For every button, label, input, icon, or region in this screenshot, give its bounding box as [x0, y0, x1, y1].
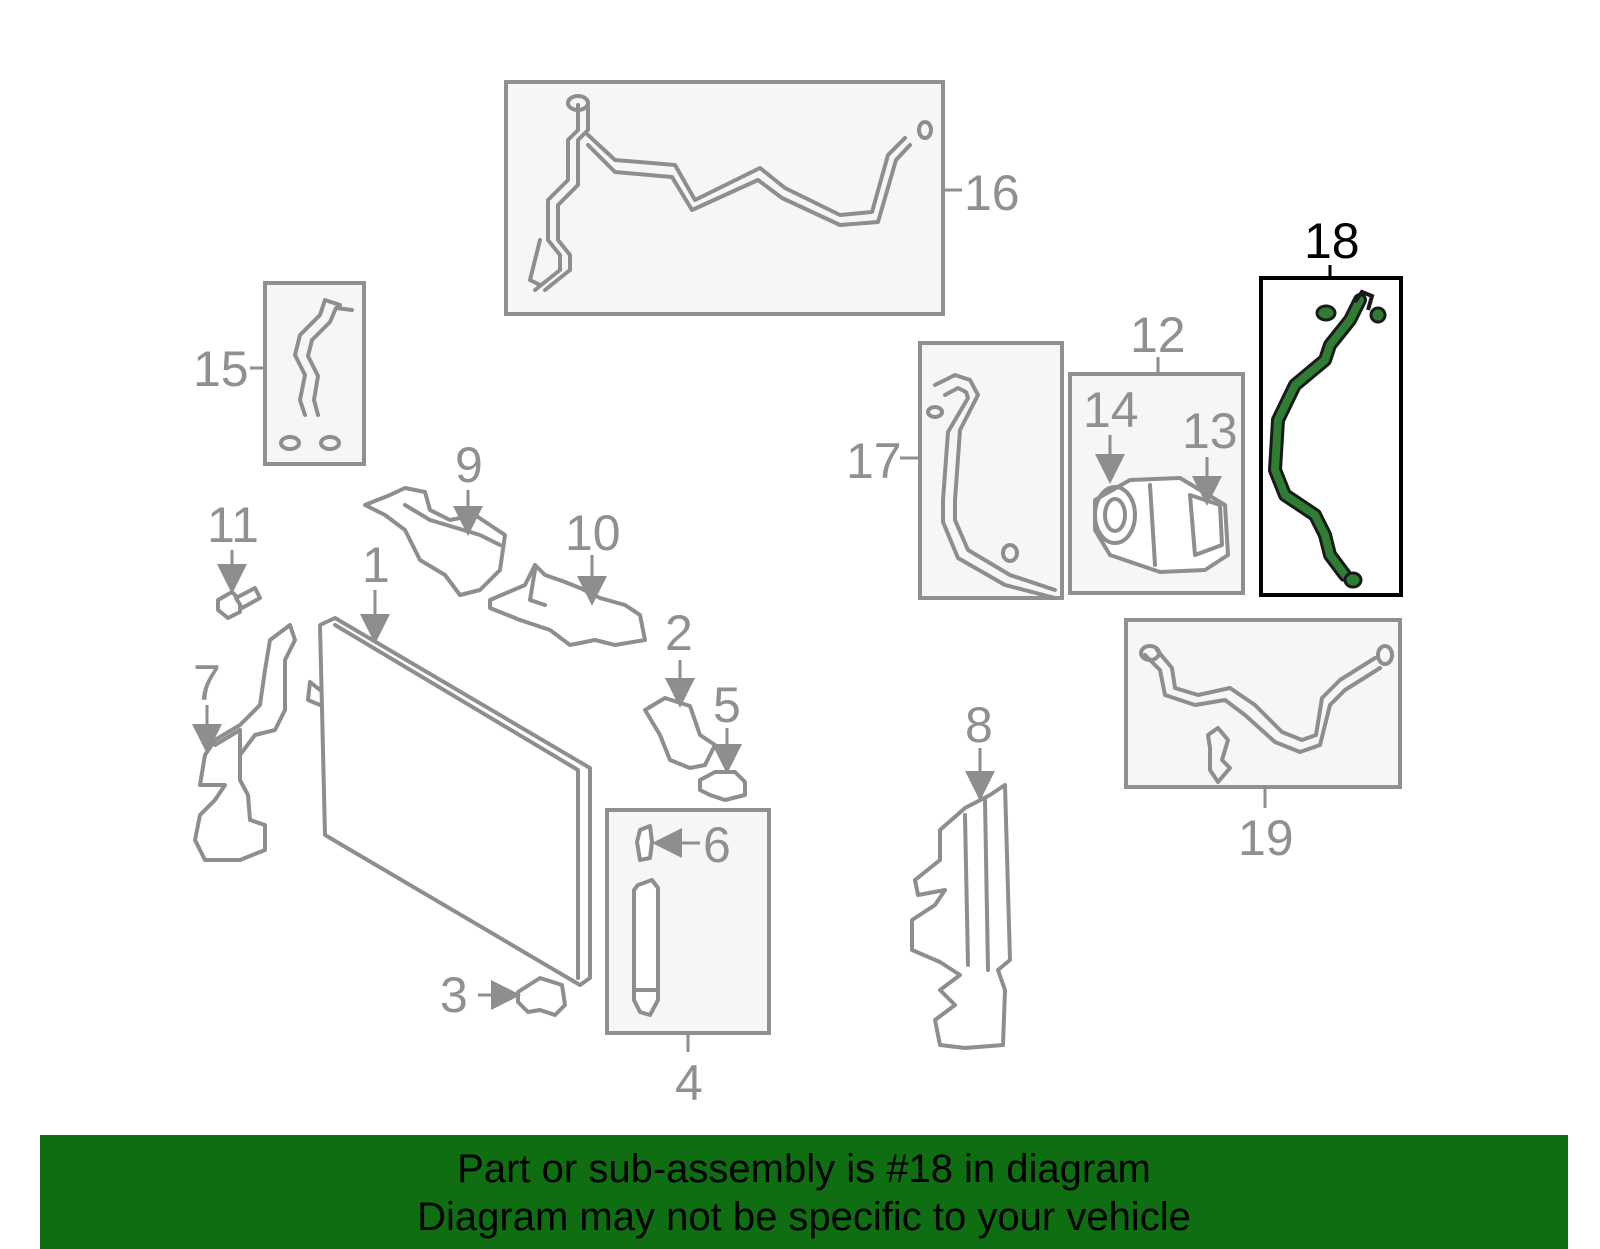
part-1-group[interactable]: 1 — [306, 537, 592, 987]
banner-line-1: Part or sub-assembly is #18 in diagram — [457, 1147, 1151, 1191]
callout-1: 1 — [362, 537, 390, 593]
callout-17: 17 — [846, 433, 902, 489]
callout-10: 10 — [565, 505, 621, 561]
info-banner: Part or sub-assembly is #18 in diagram D… — [40, 1135, 1568, 1249]
part-10-group[interactable]: 10 — [488, 505, 647, 647]
banner-line-2: Diagram may not be specific to your vehi… — [417, 1195, 1191, 1239]
part-11-group[interactable]: 11 — [207, 497, 262, 620]
part-15-group[interactable]: 15 — [193, 281, 366, 466]
part-8-group[interactable]: 8 — [910, 697, 1012, 1050]
callout-18: 18 — [1304, 213, 1360, 269]
callout-13: 13 — [1182, 403, 1238, 459]
callout-2: 2 — [665, 605, 693, 661]
part-18-group[interactable]: 18 — [1259, 213, 1403, 597]
callout-6: 6 — [703, 817, 731, 873]
part-3-group[interactable]: 3 — [440, 967, 567, 1023]
part-17-group[interactable]: 17 — [846, 341, 1064, 600]
callout-11: 11 — [207, 497, 259, 553]
part-5-group[interactable]: 5 — [698, 677, 747, 802]
callout-14: 14 — [1083, 382, 1139, 438]
callout-19: 19 — [1238, 810, 1294, 866]
part-12-group[interactable]: 12 14 13 — [1068, 307, 1245, 595]
part-4-group[interactable]: 6 4 — [605, 808, 771, 1111]
callout-7: 7 — [193, 655, 221, 711]
callout-12: 12 — [1130, 307, 1186, 363]
callout-16: 16 — [964, 165, 1020, 221]
callout-8: 8 — [965, 697, 993, 753]
callout-15: 15 — [193, 341, 249, 397]
callout-9: 9 — [455, 437, 483, 493]
part-16-group[interactable]: 16 — [504, 80, 1020, 316]
part-2-group[interactable]: 2 — [643, 605, 717, 770]
part-19-group[interactable]: 19 — [1124, 618, 1402, 866]
callout-3: 3 — [440, 967, 468, 1023]
part-7-group[interactable]: 7 — [192, 623, 297, 862]
callout-4: 4 — [675, 1055, 703, 1111]
parts-diagram: 16 15 17 12 14 13 — [192, 80, 1403, 1111]
callout-5: 5 — [713, 677, 741, 733]
part-9-group[interactable]: 9 — [363, 437, 507, 597]
